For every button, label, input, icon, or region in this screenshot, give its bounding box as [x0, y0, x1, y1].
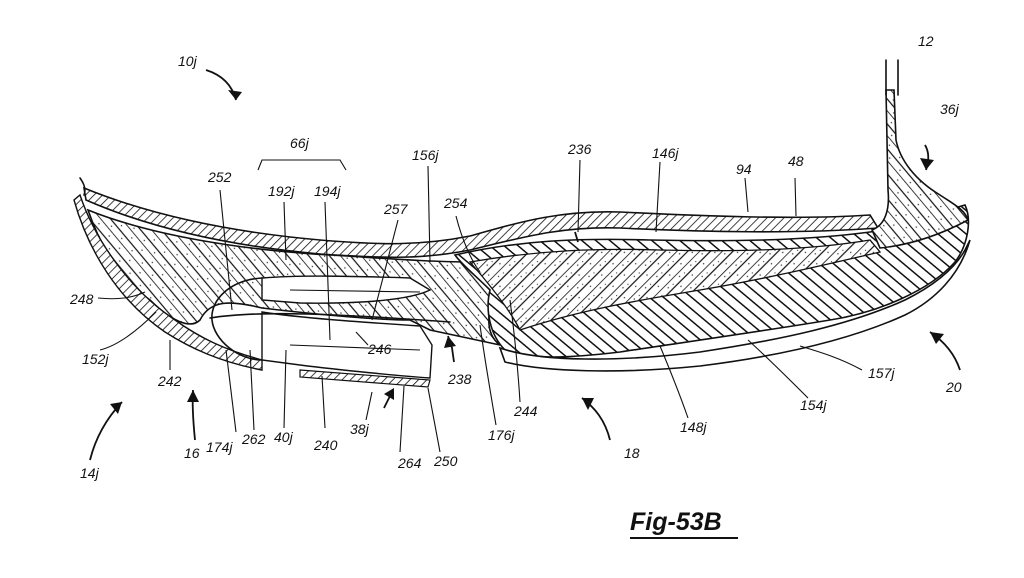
ref-38j: 38j	[350, 421, 370, 437]
ref-244: 244	[513, 403, 538, 419]
ref-16: 16	[184, 445, 200, 461]
ref-40j: 40j	[274, 429, 294, 445]
ref-156j: 156j	[412, 147, 439, 163]
forefoot-foam-layer	[468, 239, 882, 331]
upper-collar-line	[885, 59, 899, 96]
ref-154j: 154j	[800, 397, 827, 413]
ref-146j: 146j	[652, 145, 679, 161]
heel-chamber-left-cap	[211, 277, 263, 361]
ref-94: 94	[736, 161, 752, 177]
toe-upper-tower	[870, 89, 969, 249]
ref-250: 250	[433, 453, 458, 469]
ref-10j: 10j	[178, 53, 198, 69]
ref-194j: 194j	[314, 183, 341, 199]
ref-262: 262	[241, 431, 266, 447]
ref-176j: 176j	[488, 427, 515, 443]
heel-outer-edge	[79, 177, 86, 196]
heel-outsole-strip	[73, 193, 263, 371]
ref-14j: 14j	[80, 465, 100, 481]
ref-192j: 192j	[268, 183, 295, 199]
leader-lines	[97, 159, 863, 453]
heel-lower-chamber	[261, 311, 433, 379]
ref-238: 238	[447, 371, 472, 387]
ref-48: 48	[788, 153, 804, 169]
figure-caption: Fig-53B	[630, 508, 722, 536]
ref-246: 246	[367, 341, 392, 357]
ref-174j: 174j	[206, 439, 233, 455]
ref-20: 20	[945, 379, 962, 395]
ref-157j: 157j	[868, 365, 895, 381]
ref-148j: 148j	[680, 419, 707, 435]
ref-252: 252	[207, 169, 232, 185]
ref-248: 248	[69, 291, 94, 307]
ref-18: 18	[624, 445, 640, 461]
ref-236: 236	[567, 141, 592, 157]
view-arrows	[89, 69, 961, 461]
ref-66j: 66j	[290, 135, 310, 151]
chamber-line-a	[289, 289, 421, 293]
chamber-line-b	[289, 344, 421, 351]
reference-labels: 10j 12 36j 66j 192j 194j 252 257 156j 25…	[69, 33, 962, 481]
ref-242: 242	[157, 373, 182, 389]
heel-upper-chamber	[261, 275, 432, 304]
heel-divider-plate	[209, 312, 451, 323]
ref-12: 12	[918, 33, 934, 49]
ref-152j: 152j	[82, 351, 109, 367]
ref-254: 254	[443, 195, 468, 211]
ref-264: 264	[397, 455, 422, 471]
ref-240: 240	[313, 437, 338, 453]
ref-257: 257	[383, 201, 409, 217]
ref-36j: 36j	[940, 101, 960, 117]
heel-bottom-strip	[299, 369, 431, 388]
forefoot-outsole	[498, 239, 971, 372]
